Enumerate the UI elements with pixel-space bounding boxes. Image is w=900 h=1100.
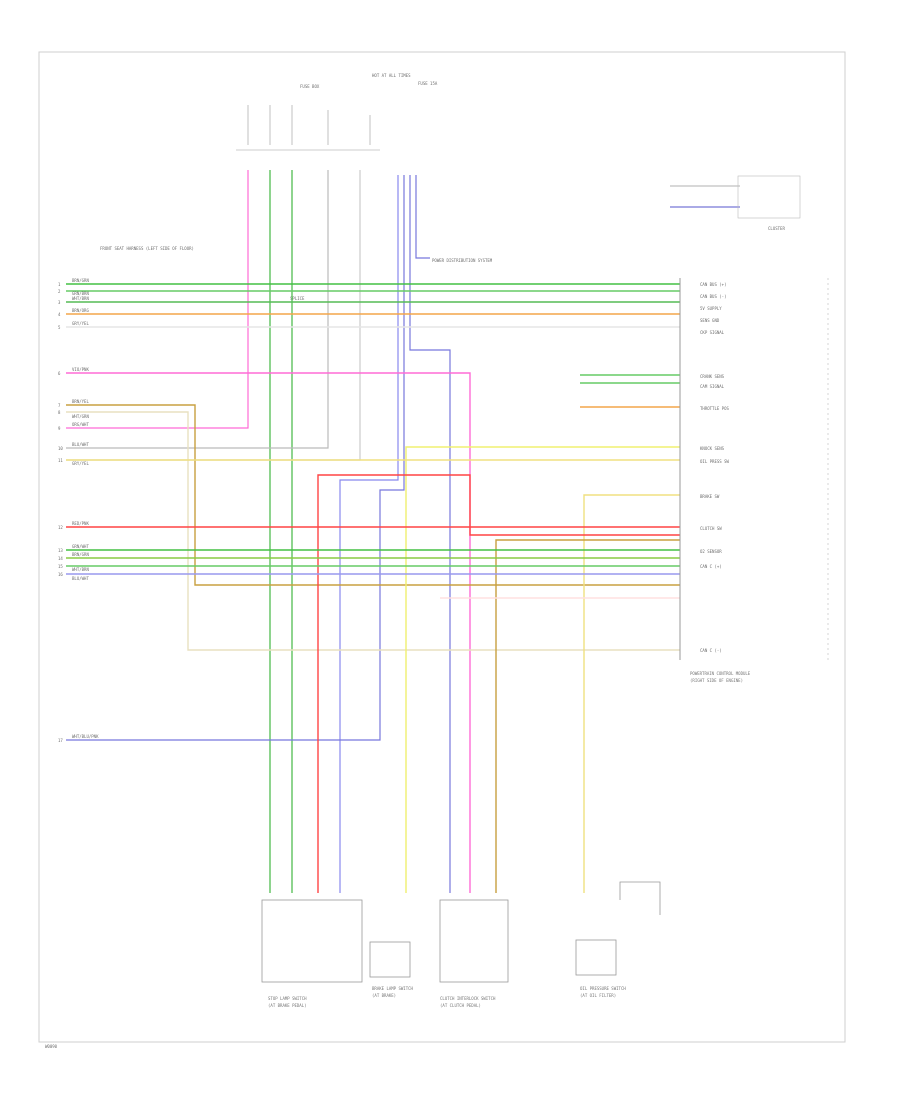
svg-text:WHT/BRN: WHT/BRN [72, 567, 89, 572]
pcm-pin-labels: CAN BUS (+) CAN BUS (-) 5V SUPPLY SENS G… [700, 282, 729, 653]
svg-text:OIL PRESSURE SWITCH: OIL PRESSURE SWITCH [580, 986, 626, 991]
pcm-pin: CRANK SENS [700, 374, 725, 379]
svg-text:2: 2 [58, 289, 61, 294]
pcm-module: POWERTRAIN CONTROL MODULE (RIGHT SIDE OF… [679, 278, 829, 683]
svg-text:GRY/YEL: GRY/YEL [72, 461, 89, 466]
clutch-interlock-switch: CLUTCH INTERLOCK SWITCH (AT CLUTCH PEDAL… [439, 899, 509, 1008]
svg-text:12: 12 [58, 525, 63, 530]
svg-text:(AT BRAKE PEDAL): (AT BRAKE PEDAL) [268, 1003, 307, 1008]
svg-text:8: 8 [58, 410, 61, 415]
bus-wires [66, 283, 680, 893]
pcm-pin: OIL PRESS SW [700, 459, 729, 464]
svg-text:WHT/BLU/PNK: WHT/BLU/PNK [72, 734, 99, 739]
svg-text:BLU/WHT: BLU/WHT [72, 442, 89, 447]
diagram-frame [38, 51, 846, 1043]
pcm-pin: CLUTCH SW [700, 526, 722, 531]
pcm-sub: (RIGHT SIDE OF ENGINE) [690, 678, 743, 683]
pcm-pin: CAN BUS (+) [700, 282, 727, 287]
footer-code: W0090 [45, 1044, 58, 1049]
pcm-pin: CAN BUS (-) [700, 294, 727, 299]
svg-text:CLUTCH INTERLOCK SWITCH: CLUTCH INTERLOCK SWITCH [440, 996, 496, 1001]
svg-text:9: 9 [58, 426, 61, 431]
svg-text:3: 3 [58, 300, 61, 305]
svg-text:WHT/BRN: WHT/BRN [72, 296, 89, 301]
pcm-pin: CKP SIGNAL [700, 330, 725, 335]
splice-label: SPLICE [290, 296, 305, 301]
pcm-pin: BRAKE SW [700, 494, 720, 499]
svg-text:BLU/WHT: BLU/WHT [72, 576, 89, 581]
svg-text:16: 16 [58, 572, 63, 577]
svg-text:BRN/ORG: BRN/ORG [72, 308, 89, 313]
pcm-pin: SENS GND [700, 318, 720, 323]
svg-text:1: 1 [58, 282, 61, 287]
brake-lamp-switch: BRAKE LAMP SWITCH (AT BRAKE) [369, 941, 414, 998]
top-label: HOT AT ALL TIMES [372, 73, 411, 78]
svg-text:10: 10 [58, 446, 63, 451]
svg-text:(AT OIL FILTER): (AT OIL FILTER) [580, 993, 616, 998]
pcm-pin: CAN C (+) [700, 564, 722, 569]
svg-text:BRN/GRN: BRN/GRN [72, 278, 89, 283]
svg-text:4: 4 [58, 312, 61, 317]
svg-text:15: 15 [58, 564, 63, 569]
svg-text:STOP LAMP SWITCH: STOP LAMP SWITCH [268, 996, 307, 1001]
svg-text:6: 6 [58, 371, 61, 376]
svg-text:GRN/WHT: GRN/WHT [72, 544, 89, 549]
svg-text:(AT BRAKE): (AT BRAKE) [372, 993, 396, 998]
vertical-wires [66, 170, 451, 893]
svg-text:17: 17 [58, 738, 63, 743]
svg-text:GRY/YEL: GRY/YEL [72, 321, 89, 326]
svg-text:BRN/YEL: BRN/YEL [72, 399, 89, 404]
svg-text:11: 11 [58, 458, 63, 463]
svg-text:14: 14 [58, 556, 63, 561]
pcm-pin: O2 SENSOR [700, 549, 722, 554]
pcm-pin: CAN C (-) [700, 648, 722, 653]
cluster-connector [670, 175, 801, 219]
stop-lamp-switch: STOP LAMP SWITCH (AT BRAKE PEDAL) [261, 899, 363, 1008]
svg-text:ORG/WHT: ORG/WHT [72, 422, 89, 427]
svg-text:GRN/BRN: GRN/BRN [72, 291, 89, 296]
top-connector [236, 105, 380, 151]
pcm-pin: THROTTLE POS [700, 406, 729, 411]
pcm-pin: KNOCK SENS [700, 446, 725, 451]
svg-text:5: 5 [58, 325, 61, 330]
power-distribution-label: POWER DISTRIBUTION SYSTEM [432, 258, 493, 263]
pdc-label: FUSE 15A [418, 81, 438, 86]
cluster-label: CLUSTER [768, 226, 785, 231]
fuse-label: FUSE BOX [300, 84, 320, 89]
svg-text:BRAKE LAMP SWITCH: BRAKE LAMP SWITCH [372, 986, 414, 991]
pcm-pin: CAM SIGNAL [700, 384, 725, 389]
front-seat-harness-label: FRONT SEAT HARNESS (LEFT SIDE OF FLOOR) [100, 246, 194, 251]
oil-pressure-switch: OIL PRESSURE SWITCH (AT OIL FILTER) [575, 881, 661, 998]
pcm-pin: 5V SUPPLY [700, 306, 722, 311]
svg-text:RED/PNK: RED/PNK [72, 521, 89, 526]
svg-text:7: 7 [58, 403, 61, 408]
svg-text:13: 13 [58, 548, 63, 553]
svg-text:BRN/GRN: BRN/GRN [72, 552, 89, 557]
svg-text:VIO/PNK: VIO/PNK [72, 367, 89, 372]
svg-text:(AT CLUTCH PEDAL): (AT CLUTCH PEDAL) [440, 1003, 481, 1008]
svg-text:WHT/GRN: WHT/GRN [72, 414, 89, 419]
pcm-name: POWERTRAIN CONTROL MODULE [690, 671, 751, 676]
